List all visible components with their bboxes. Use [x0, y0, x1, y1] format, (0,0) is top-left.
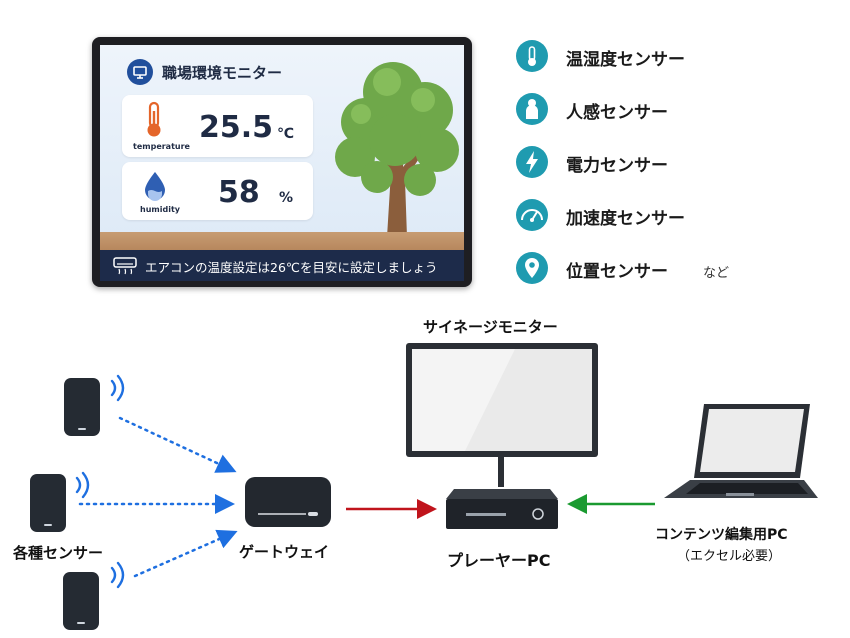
speedometer-icon [516, 199, 548, 231]
sensor-device [64, 378, 100, 436]
gateway-device [244, 476, 332, 532]
humidity-value: 58 [218, 175, 260, 210]
sensor-list-item-label: 位置センサー [566, 262, 668, 282]
temperature-unit: ℃ [277, 126, 294, 142]
temperature-caption: temperature [133, 142, 190, 151]
wireless-arrow-bottom [133, 529, 238, 578]
person-icon [516, 93, 548, 125]
sensors-label: 各種センサー [13, 544, 104, 562]
humidity-unit: % [279, 190, 294, 206]
sensor-list-item-label: 人感センサー [566, 103, 668, 123]
sensor-list-etc: など [703, 266, 730, 281]
gateway-label: ゲートウェイ [239, 543, 330, 561]
message-bar [100, 250, 464, 281]
wireless-arrow-top [118, 416, 237, 473]
water-drop-icon [143, 170, 167, 206]
temperature-value: 25.5 [199, 110, 274, 145]
wireless-signal-icon [108, 560, 128, 594]
player-pc-label: プレーヤーPC [447, 551, 551, 570]
signage-monitor-device [405, 342, 599, 496]
location-pin-icon [516, 252, 548, 284]
thermometer-icon [516, 40, 548, 72]
laptop-device [660, 402, 820, 506]
sensor-list-item-label: 温湿度センサー [566, 50, 685, 70]
wireless-signal-icon [73, 470, 93, 504]
lightning-icon [516, 146, 548, 178]
tree-illustration [325, 52, 465, 241]
sensor-list-item-label: 加速度センサー [566, 209, 685, 229]
signage-title: 職場環境モニター [162, 64, 283, 82]
floor-strip [100, 232, 464, 250]
signage-monitor-label: サイネージモニター [423, 318, 558, 336]
message-text: エアコンの温度設定は26℃を目安に設定しましょう [145, 260, 438, 275]
air-conditioner-icon [113, 256, 137, 280]
editor-pc-note: （エクセル必要） [677, 549, 782, 564]
wireless-signal-icon [108, 373, 128, 407]
player-pc-device [444, 487, 560, 537]
humidity-caption: humidity [140, 205, 180, 214]
thermometer-icon [144, 101, 164, 143]
monitor-icon [127, 59, 153, 85]
sensor-device [63, 572, 99, 630]
sensor-device [30, 474, 66, 532]
sensor-list-item-label: 電力センサー [566, 156, 668, 176]
editor-pc-label: コンテンツ編集用PC [655, 527, 788, 543]
